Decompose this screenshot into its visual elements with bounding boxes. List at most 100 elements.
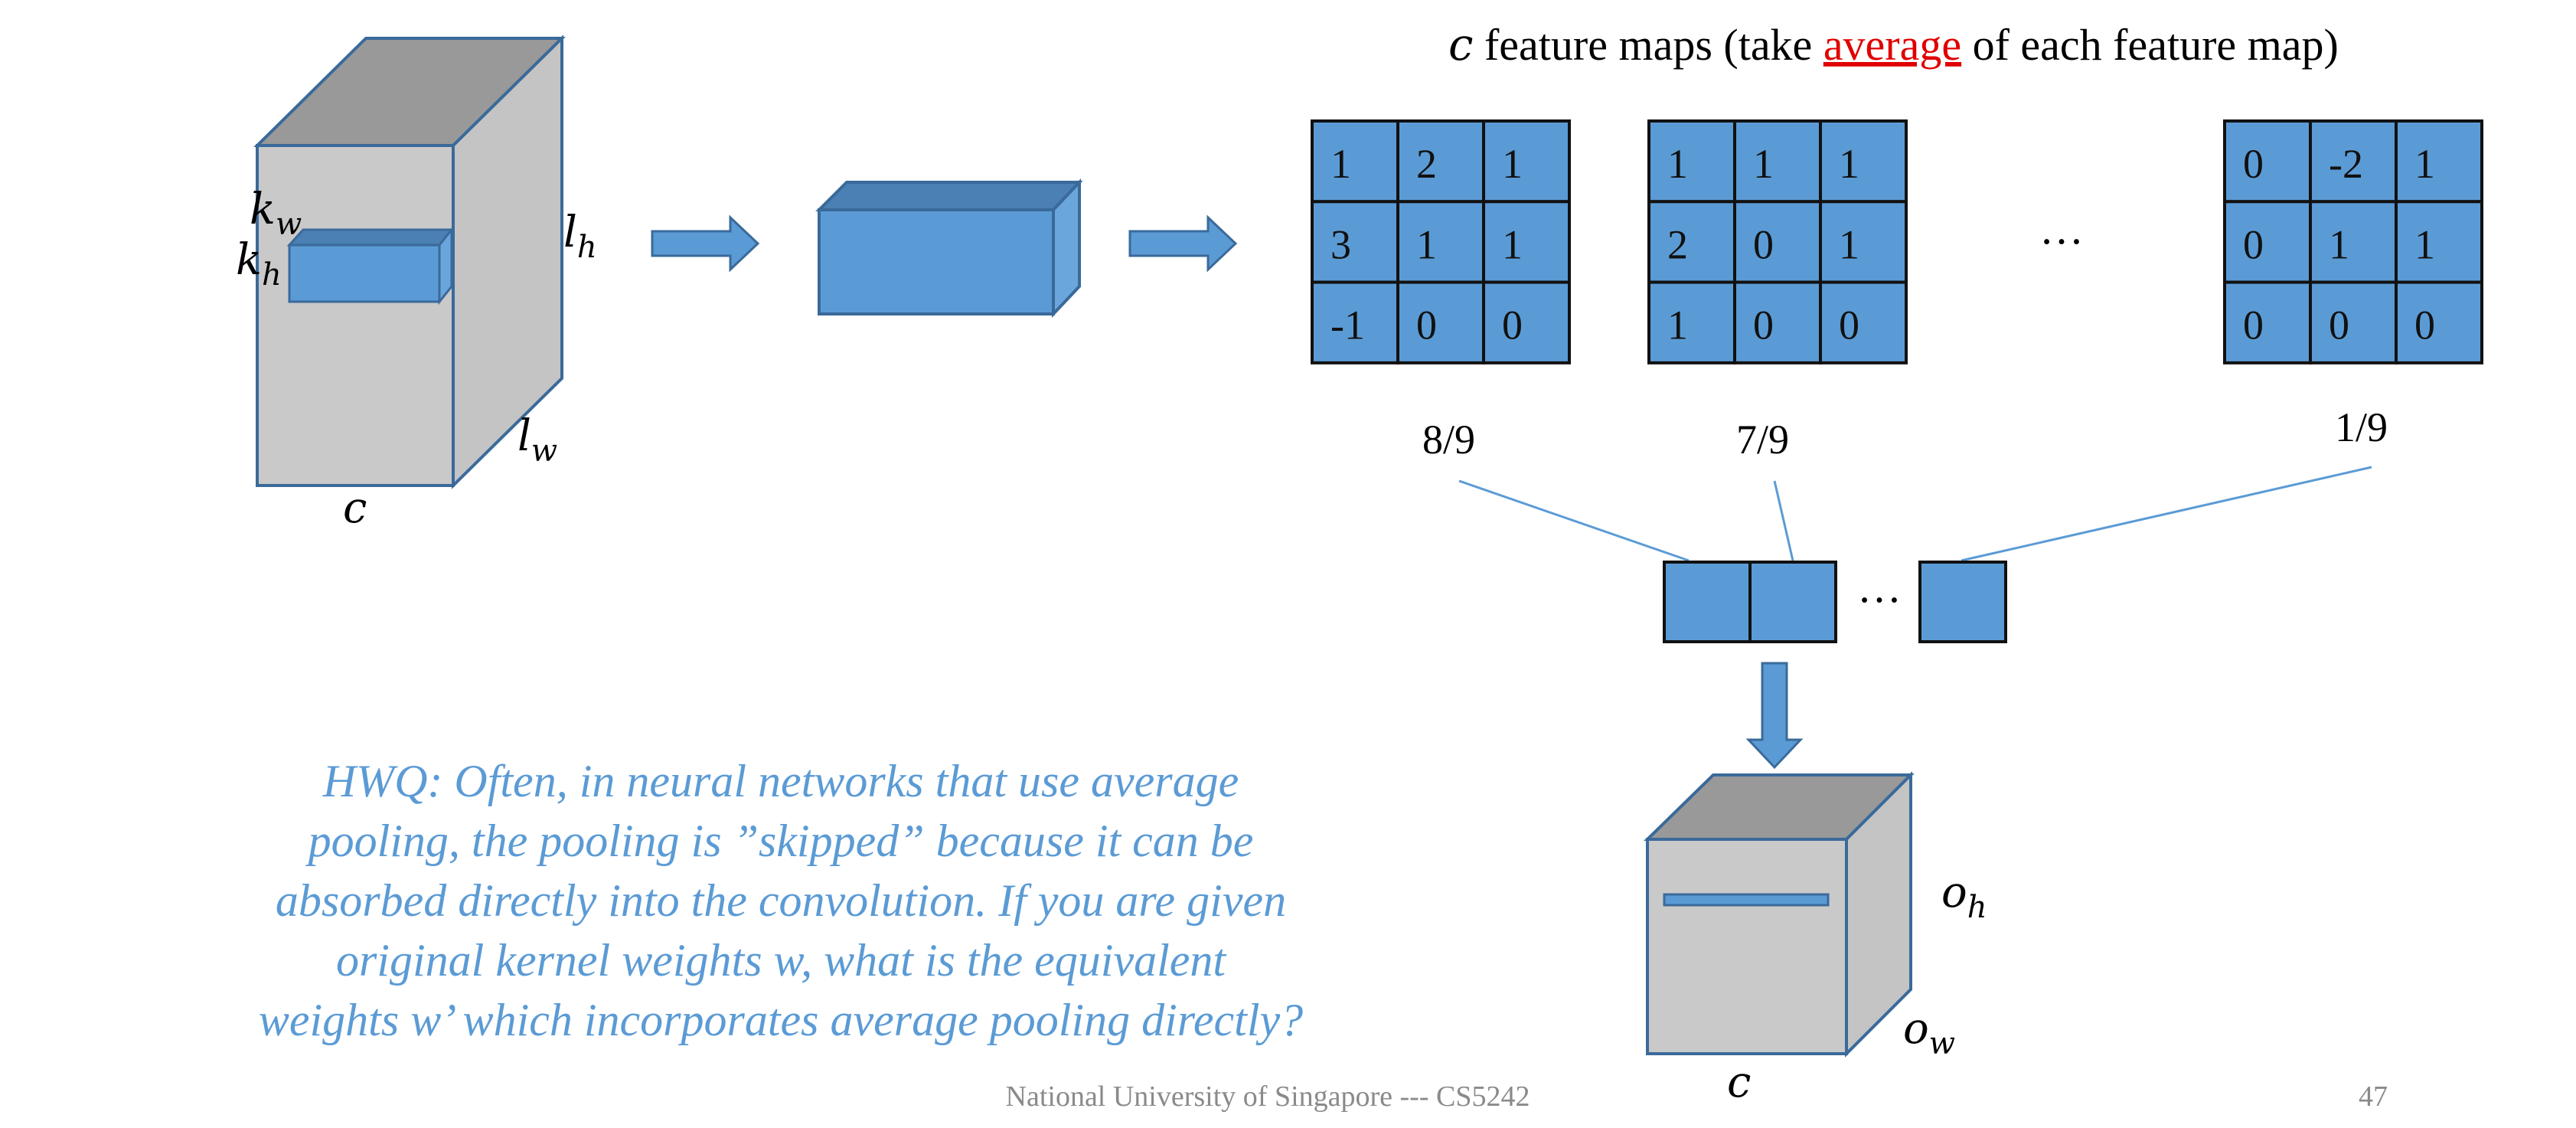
conv-slab-top bbox=[815, 181, 1083, 211]
kernel-slab-front bbox=[288, 244, 441, 303]
conv-slab-front bbox=[818, 208, 1055, 316]
label-kw: kw bbox=[250, 185, 302, 242]
pooled-cell-1 bbox=[1663, 561, 1752, 643]
feature-map-cell bbox=[2223, 200, 2312, 284]
feature-map-cell-value: 1 bbox=[2414, 221, 2435, 267]
feature-map-cell bbox=[1482, 280, 1571, 365]
feature-map-cell bbox=[2309, 200, 2398, 284]
kernel-slab-top bbox=[286, 228, 455, 247]
feature-map-cell-value: 0 bbox=[1753, 221, 1774, 267]
conv-output-slab bbox=[815, 178, 1083, 319]
input-volume: kw kh lh lw c bbox=[236, 34, 597, 533]
hwq-line-3: absorbed directly into the convolution. … bbox=[276, 875, 1286, 926]
feature-map-cell-value: 0 bbox=[1416, 302, 1437, 348]
label-input-c: c bbox=[343, 483, 367, 533]
label-oh: oh bbox=[1941, 868, 1987, 925]
feature-map-cell-value: 1 bbox=[2329, 221, 2349, 267]
feature-map-cell bbox=[1311, 200, 1399, 284]
feature-map-cell-value: 0 bbox=[2329, 302, 2349, 348]
feature-map-cell bbox=[1733, 119, 1822, 204]
feature-map-cell-value: 2 bbox=[1667, 221, 1688, 267]
feature-map-cell-value: 1 bbox=[1839, 221, 1859, 267]
feature-map-cell bbox=[1819, 200, 1908, 284]
label-lh: lh bbox=[563, 208, 597, 265]
feature-map-cell bbox=[1647, 280, 1736, 365]
average-value-3: 1/9 bbox=[2335, 404, 2388, 450]
hwq-line-4: original kernel weights w, what is the e… bbox=[336, 935, 1226, 986]
feature-map-cell bbox=[2309, 280, 2398, 365]
feature-map-cell bbox=[2395, 200, 2483, 284]
feature-map-cell bbox=[2395, 280, 2483, 365]
feature-map-cell-value: 0 bbox=[1753, 302, 1774, 348]
connector-line-2 bbox=[1773, 480, 1794, 561]
feature-map-cell bbox=[1482, 200, 1571, 284]
output-volume: oh ow c bbox=[1644, 771, 1987, 1107]
vector-ellipsis: … bbox=[1857, 562, 1902, 612]
feature-map-3: 0 -2 1 0 1 1 0 0 0 bbox=[2223, 119, 2483, 365]
average-value-1: 8/9 bbox=[1422, 417, 1475, 463]
feature-map-cell-value: 0 bbox=[2243, 302, 2264, 348]
output-slab bbox=[1663, 893, 1830, 907]
average-value-2: 7/9 bbox=[1736, 417, 1789, 463]
feature-map-cell-value: 3 bbox=[1330, 221, 1351, 267]
feature-map-cell-value: -2 bbox=[2329, 141, 2363, 187]
pooled-cell-last bbox=[1918, 561, 2007, 643]
feature-map-cell bbox=[2223, 119, 2312, 204]
feature-map-1: 1 2 1 3 1 1 -1 0 0 bbox=[1311, 119, 1571, 365]
page-number: 47 bbox=[2359, 1081, 2388, 1113]
hwq-line-1: HWQ: Often, in neural networks that use … bbox=[322, 756, 1239, 806]
average-highlight: average bbox=[1823, 20, 1961, 70]
connector-line-3 bbox=[1961, 466, 2372, 562]
input-volume-front bbox=[256, 144, 455, 487]
feature-map-cell-value: 1 bbox=[1502, 221, 1523, 267]
pooled-vector: … bbox=[1663, 561, 2007, 643]
feature-map-cell bbox=[1482, 119, 1571, 204]
footer-text: National University of Singapore --- CS5… bbox=[1006, 1081, 1530, 1113]
feature-map-cell-value: 1 bbox=[1753, 141, 1774, 187]
feature-map-cell bbox=[1733, 200, 1822, 284]
feature-map-2: 1 1 1 2 0 1 1 0 0 bbox=[1647, 119, 1908, 365]
feature-map-cell-value: 1 bbox=[1839, 141, 1859, 187]
arrow-right-1 bbox=[651, 214, 760, 273]
feature-map-cell-value: 1 bbox=[1330, 141, 1351, 187]
feature-map-cell bbox=[1819, 280, 1908, 365]
feature-map-cell bbox=[2395, 119, 2483, 204]
feature-map-cell-value: -1 bbox=[1330, 302, 1365, 348]
arrow-down bbox=[1745, 662, 1804, 770]
hwq-line-2: pooling, the pooling is ”skipped” becaus… bbox=[305, 816, 1254, 866]
hwq-line-5: weights w’ which incorporates average po… bbox=[259, 995, 1303, 1045]
feature-map-cell bbox=[1647, 119, 1736, 204]
feature-map-cell-value: 1 bbox=[1667, 141, 1688, 187]
feature-map-cell-value: 0 bbox=[2414, 302, 2435, 348]
feature-maps-header: c feature maps (take average of each fea… bbox=[1448, 18, 2339, 70]
pooled-cell-2 bbox=[1748, 561, 1837, 643]
feature-map-cell bbox=[1819, 119, 1908, 204]
feature-map-cell bbox=[1733, 280, 1822, 365]
connector-line-1 bbox=[1458, 479, 1690, 562]
feature-map-cell-value: 1 bbox=[2414, 141, 2435, 187]
feature-map-cell-value: 0 bbox=[1839, 302, 1859, 348]
output-volume-front bbox=[1646, 838, 1848, 1055]
feature-map-cell bbox=[1396, 280, 1485, 365]
feature-map-cell-value: 1 bbox=[1416, 221, 1437, 267]
feature-map-cell bbox=[1311, 280, 1399, 365]
feature-map-cell bbox=[1396, 119, 1485, 204]
feature-map-cell-value: 2 bbox=[1416, 141, 1437, 187]
hwq-note: HWQ: Often, in neural networks that use … bbox=[259, 756, 1303, 1045]
feature-map-cell bbox=[1396, 200, 1485, 284]
feature-map-cell-value: 1 bbox=[1667, 302, 1688, 348]
label-lw: lw bbox=[517, 411, 557, 469]
maps-ellipsis: … bbox=[2039, 204, 2084, 253]
label-kh: kh bbox=[236, 235, 282, 293]
label-ow: ow bbox=[1903, 1004, 1955, 1061]
feature-map-cell-value: 0 bbox=[2243, 221, 2264, 267]
feature-map-cell bbox=[2223, 280, 2312, 365]
feature-map-cell-value: 1 bbox=[1502, 141, 1523, 187]
feature-map-cell-value: 0 bbox=[1502, 302, 1523, 348]
feature-map-cell bbox=[1311, 119, 1399, 204]
arrow-right-2 bbox=[1128, 214, 1238, 273]
feature-map-cell bbox=[1647, 200, 1736, 284]
label-output-c: c bbox=[1727, 1058, 1751, 1107]
feature-map-cell-value: 0 bbox=[2243, 141, 2264, 187]
